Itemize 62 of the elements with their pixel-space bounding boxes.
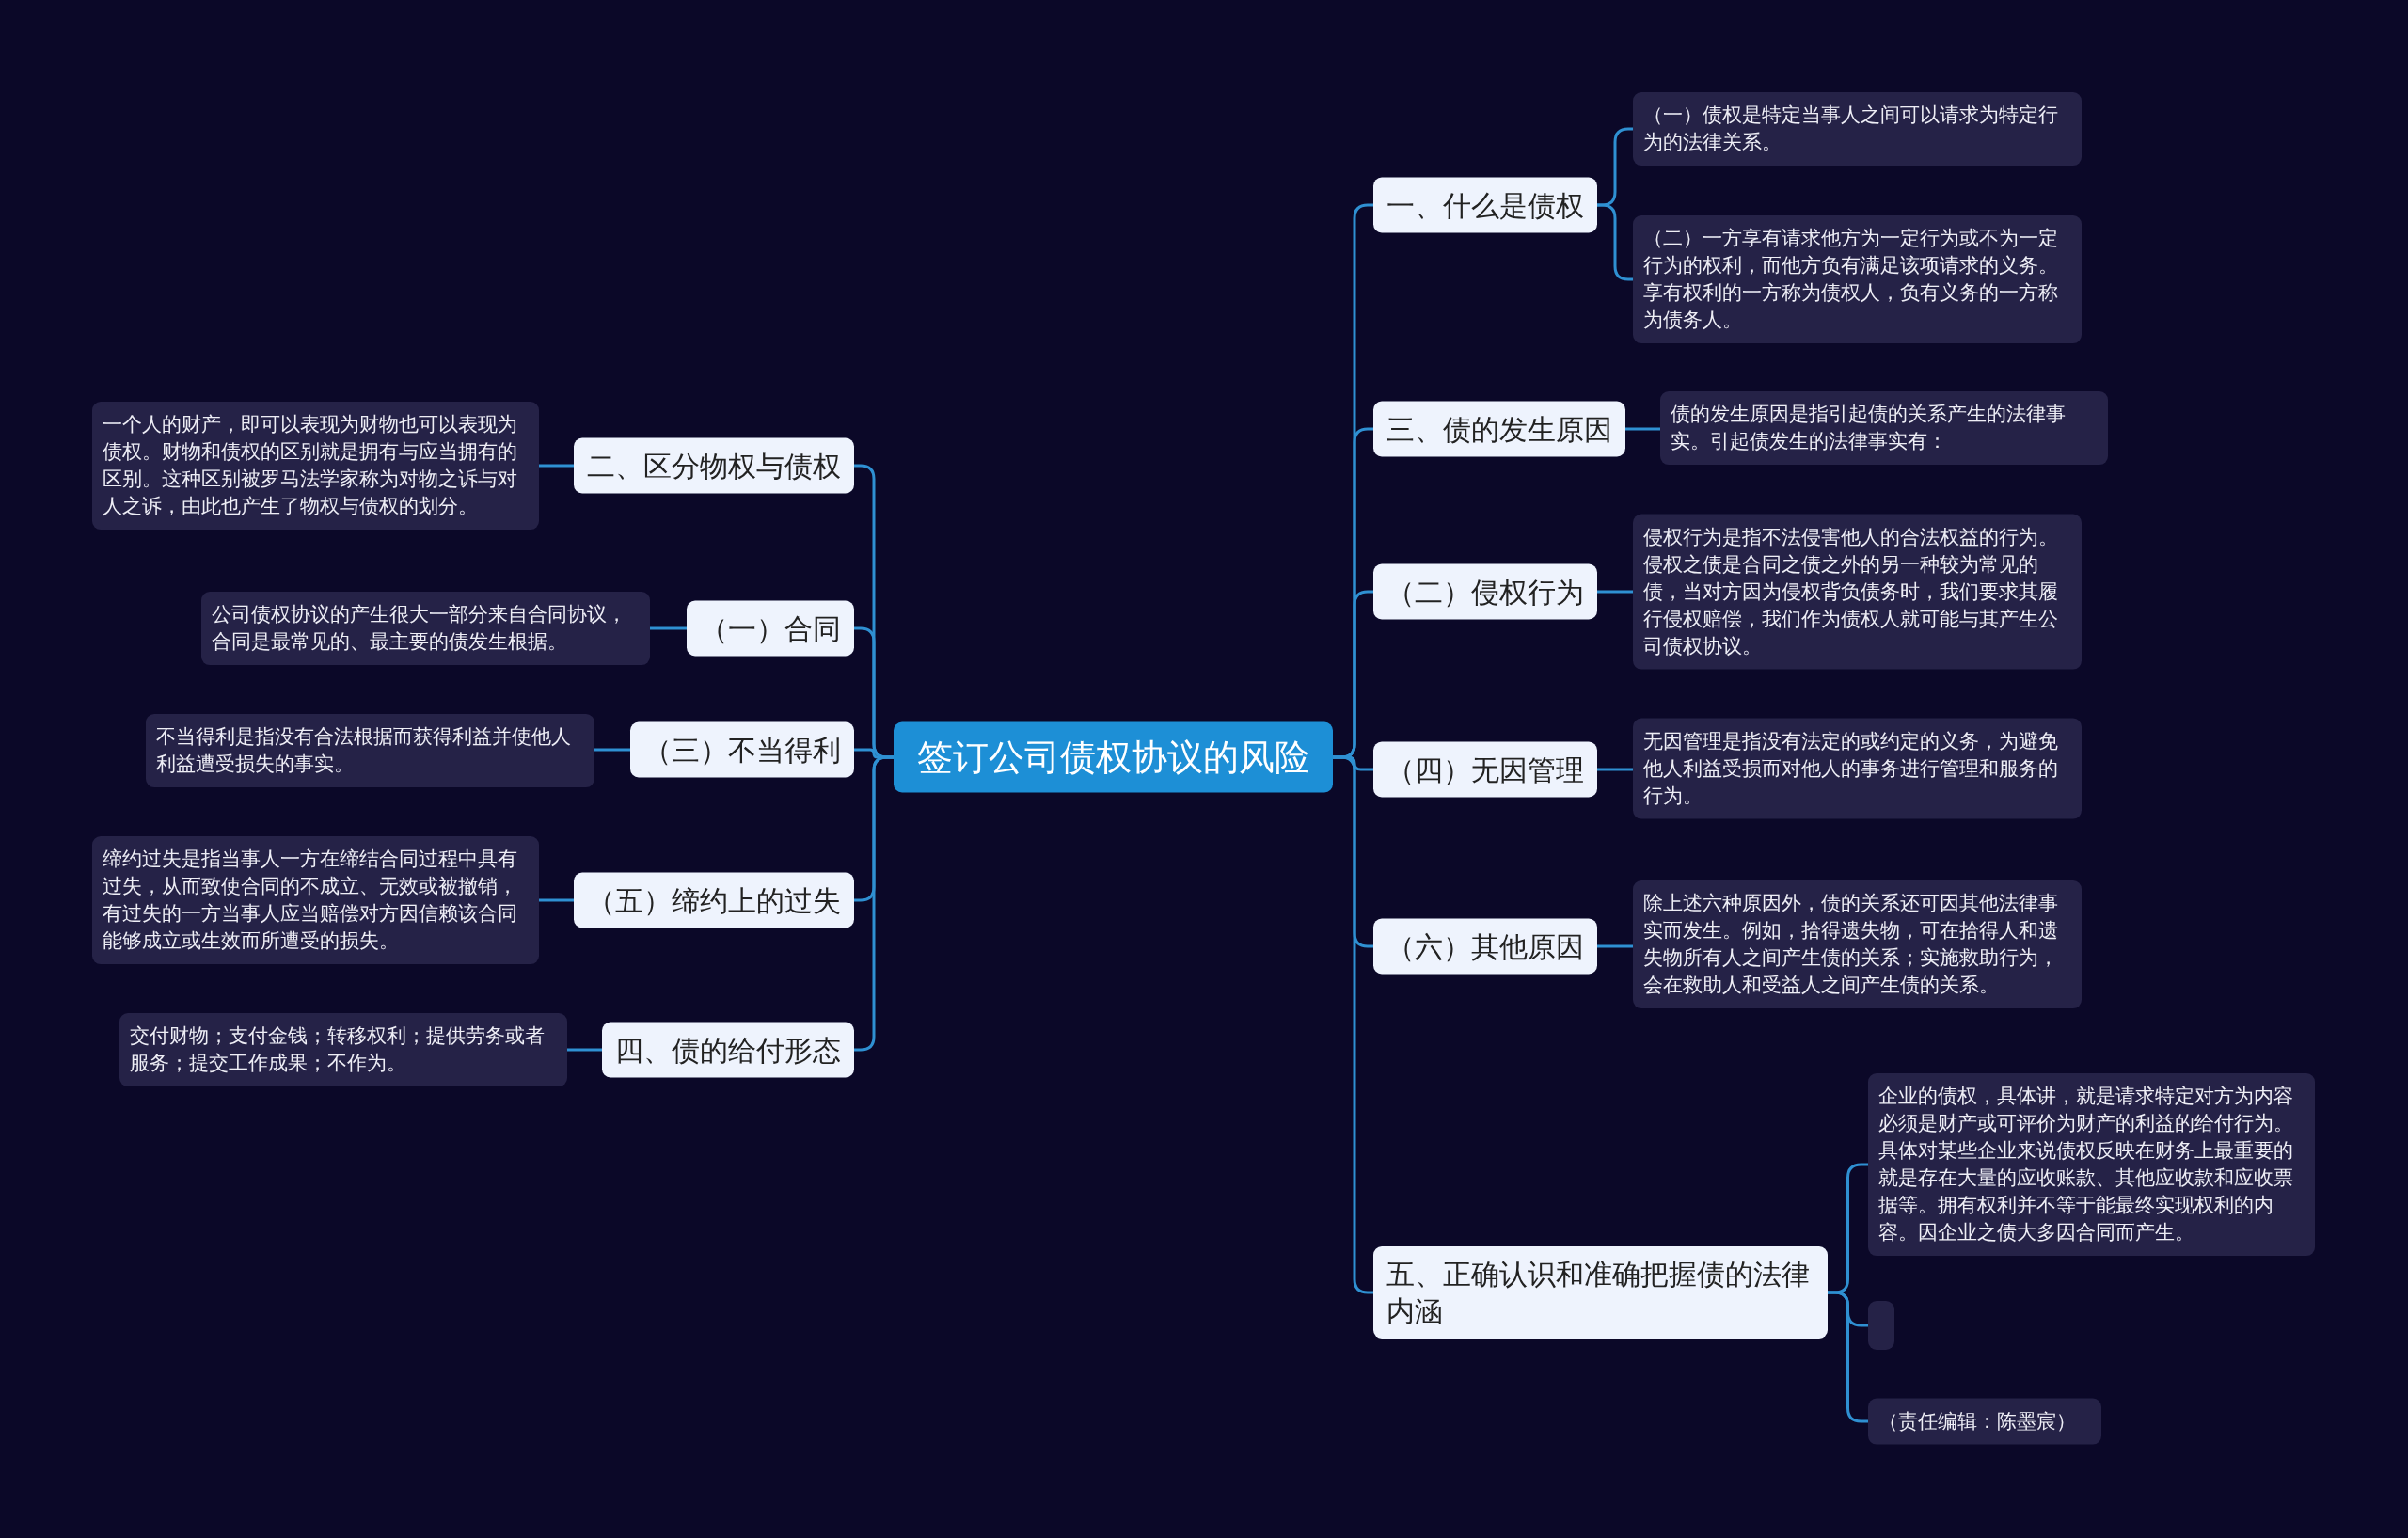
note-box	[119, 1013, 567, 1086]
note-text: 除上述六种原因外，债的关系还可因其他法律事实而发生。例如，拾得遗失物，可在拾得人和遗失物所有人之间产生债的关系；实施救助行为，会在救助人和受益人之间产生债的关系。	[1643, 891, 2059, 998]
connector-line	[594, 748, 630, 752]
note-box	[146, 714, 594, 787]
connector-line	[854, 755, 894, 1052]
note-box	[1633, 215, 2082, 343]
note-box	[1633, 92, 2082, 166]
topic-box	[1373, 741, 1597, 798]
topic-box	[1373, 401, 1625, 457]
note-box	[1633, 718, 2082, 819]
empty-box	[1868, 1301, 1894, 1350]
note-text: 侵权行为是指不法侵害他人的合法权益的行为。侵权之债是合同之债之外的另一种较为常见的债，当对方因为侵权背负债务时，我们要求其履行侵权赔偿，我们作为债权人就可能与其产生公司债权协议。	[1643, 524, 2059, 659]
note-text: 缔约过失是指当事人一方在缔结合同过程中具有过失，从而致使合同的不成立、无效或被撤销，有过失的一方当事人应当赔偿对方因信赖该合同能够成立或生效而所遭受的损失。	[103, 847, 518, 954]
topic-box	[630, 721, 854, 778]
central-topic	[894, 721, 1333, 793]
note-text: 不当得利是指没有合法根据而获得利益并使他人利益遭受损失的事实。	[156, 724, 572, 777]
connector-line	[539, 898, 574, 902]
note-text: 交付财物；支付金钱；转移权利；提供劳务或者服务；提交工作成果；不作为。	[130, 1023, 546, 1076]
note-box	[1660, 391, 2108, 465]
topic-text: （一）合同	[700, 610, 841, 647]
topic-box	[574, 872, 854, 928]
topic-box	[1373, 563, 1597, 620]
topic-box	[602, 1022, 854, 1078]
topic-text: 三、债的发生原因	[1386, 411, 1612, 448]
topic-text: （二）侵权行为	[1386, 574, 1584, 610]
connector-line	[1597, 944, 1633, 948]
topic-text: 一、什么是债权	[1386, 187, 1584, 224]
note-box	[92, 836, 539, 964]
topic-text: （三）不当得利	[643, 732, 841, 769]
topic-text: 五、正确认识和准确把握债的法律内涵	[1386, 1257, 1811, 1329]
connector-line	[539, 464, 574, 468]
connector-line	[1597, 768, 1633, 771]
note-text: 无因管理是指没有法定的或约定的义务，为避免他人利益受损而对他人的事务进行管理和服务的行为。	[1643, 728, 2059, 809]
note-text: 公司债权协议的产生很大一部分来自合同协议，合同是最常见的、最主要的债发生根据。	[212, 602, 627, 655]
note-box	[1633, 514, 2082, 670]
connector-line	[567, 1048, 602, 1052]
topic-text: （四）无因管理	[1386, 752, 1584, 788]
note-text: 企业的债权，具体讲，就是请求特定对方为内容必须是财产或可评价为财产的利益的给付行为。具体对某些企业来说债权反映在财务上最重要的就是存在大量的应收账款、其他应收款和应收票据等。拥有权利并不等于能最终实现权利的内容。因企业之债大多因合同而产生。	[1878, 1084, 2294, 1245]
connector-line	[1625, 427, 1660, 431]
topic-box	[687, 600, 854, 657]
note-box	[92, 402, 539, 530]
note-text: （一）债权是特定当事人之间可以请求为特定行为的法律关系。	[1643, 103, 2059, 155]
topic-box	[1373, 177, 1597, 233]
note-text: （二）一方享有请求他方为一定行为或不为一定行为的权利，而他方负有满足该项请求的义务。享有权利的一方称为债权人，负有义务的一方称为债务人。	[1643, 226, 2059, 333]
note-box	[201, 592, 650, 665]
note-box	[1633, 880, 2082, 1008]
connector-line	[1597, 590, 1633, 594]
topic-box	[574, 437, 854, 494]
note-text: 债的发生原因是指引起债的关系产生的法律事实。引起债发生的法律事实有：	[1671, 402, 2067, 454]
note-text: （责任编辑：陈墨宸）	[1878, 1408, 2077, 1435]
topic-text: （六）其他原因	[1386, 928, 1584, 965]
central-topic-text: 签订公司债权协议的风险	[915, 735, 1311, 780]
topic-box	[1373, 918, 1597, 975]
note-box	[1868, 1398, 2101, 1445]
connector-line	[1828, 1291, 1868, 1423]
topic-text: 二、区分物权与债权	[587, 448, 841, 484]
topic-text: 四、债的给付形态	[615, 1032, 841, 1069]
note-text: 一个人的财产，即可以表现为财物也可以表现为债权。财物和债权的区别就是拥有与应当拥有的区别。这种区别被罗马法学家称为对物之诉与对人之诉，由此也产生了物权与债权的划分。	[103, 412, 518, 519]
connector-line	[650, 626, 687, 630]
topic-text: （五）缔约上的过失	[587, 882, 841, 919]
topic-box	[1373, 1246, 1828, 1339]
note-box	[1868, 1073, 2315, 1256]
